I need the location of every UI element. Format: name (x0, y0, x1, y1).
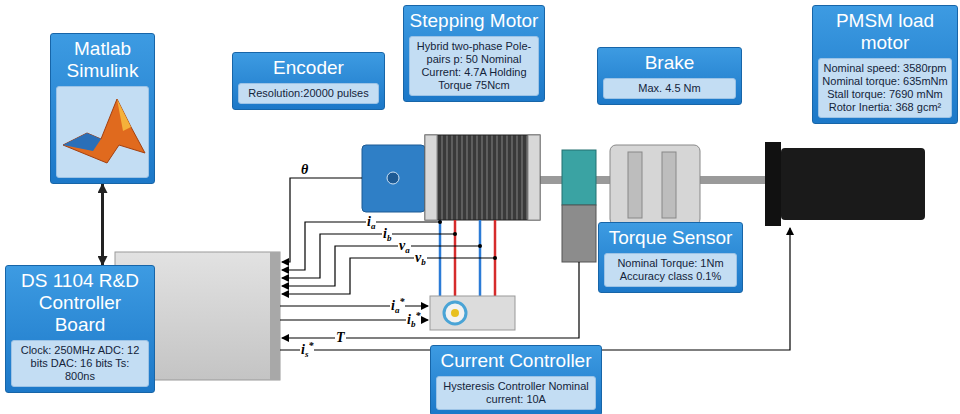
illustration-part (362, 145, 425, 212)
box-details: Nominal speed: 3580rpm Nominal torque: 6… (818, 58, 952, 118)
illustration-part (438, 220, 497, 260)
illustration-part (562, 205, 596, 262)
box-title: Brake (603, 52, 736, 78)
brake-box: BrakeMax. 4.5 Nm (597, 47, 742, 105)
illustration-part (562, 150, 596, 205)
signal-name: va (398, 239, 411, 253)
logo-ridge (117, 99, 131, 131)
current-controller-box: Current ControllerHysteresis Controller … (430, 345, 602, 414)
box-details: Hysteresis Controller Nominal current: 1… (436, 376, 596, 410)
illustration-part (628, 152, 642, 218)
signal-name: ib* (406, 313, 421, 327)
signal-name: θ (300, 163, 309, 177)
box-details: Hybrid two-phase Pole-pairs p: 50 Nomina… (409, 36, 539, 96)
box-title: Current Controller (436, 350, 596, 376)
signal-name: T (335, 331, 346, 345)
box-details: Max. 4.5 Nm (603, 78, 736, 99)
box-title: DS 1104 R&D Controller Board (11, 270, 149, 340)
illustration-part (444, 302, 466, 324)
illustration-part (430, 296, 515, 330)
box-details: Resolution:20000 pulses (238, 83, 379, 104)
box-title: Matlab Simulink (56, 38, 149, 86)
illustration-part (282, 178, 362, 262)
signal-name: vb (414, 251, 427, 265)
signal-name: ia (366, 215, 376, 229)
motor-box: Stepping MotorHybrid two-phase Pole-pair… (403, 5, 545, 102)
illustration-part (282, 234, 455, 278)
illustration-part (280, 305, 428, 306)
logo-panel (56, 86, 149, 178)
logo-base (63, 133, 101, 151)
box-details: Nominal Torque: 1Nm Accuracy class 0.1% (604, 253, 737, 287)
signal-name: ia* (390, 299, 405, 313)
logo-peak (63, 99, 145, 163)
illustration-part (765, 142, 781, 226)
illustration-part (453, 232, 457, 236)
box-title: Torque Sensor (604, 227, 737, 253)
illustration-part (494, 220, 497, 296)
box-title: PMSM load motor (818, 10, 952, 58)
illustration-part (425, 135, 540, 220)
illustration-part (387, 172, 399, 184)
illustration-part (425, 135, 437, 220)
illustration-part (280, 178, 790, 350)
load-motor-box: PMSM load motorNominal speed: 3580rpm No… (812, 5, 958, 124)
encoder-box: EncoderResolution:20000 pulses (232, 52, 385, 110)
illustration-part (282, 258, 495, 294)
illustration-part (528, 135, 540, 220)
illustration-part (478, 244, 482, 248)
illustration-part (781, 148, 925, 220)
illustration-part (662, 152, 676, 218)
controller-board-box: DS 1104 R&D Controller BoardClock: 250MH… (5, 265, 155, 393)
illustration-part (451, 309, 459, 317)
signal-name: is* (300, 343, 314, 357)
box-details: Clock: 250MHz ADC: 12 bits DAC: 16 bits … (11, 340, 149, 387)
box-title: Stepping Motor (409, 10, 539, 36)
illustration-part (493, 256, 497, 260)
signal-name: ib (382, 227, 392, 241)
data-link-arrow (101, 184, 104, 265)
torque-sensor-box: Torque SensorNominal Torque: 1Nm Accurac… (598, 222, 743, 293)
illustration-part (438, 220, 442, 224)
software-box: Matlab Simulink (50, 33, 155, 184)
illustration-part (282, 262, 579, 338)
illustration-part (282, 246, 480, 286)
matlab-logo (57, 87, 150, 177)
illustration-part (610, 145, 700, 225)
box-title: Encoder (238, 57, 379, 83)
illustration-part (270, 252, 280, 380)
